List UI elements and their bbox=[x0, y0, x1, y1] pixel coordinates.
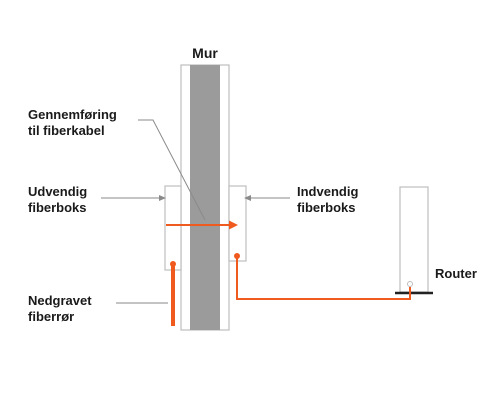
router-label: Router bbox=[435, 266, 477, 281]
buried-pipe-label-line-1: Nedgravet bbox=[28, 293, 92, 308]
buried-pipe-label-line-2: fiberrør bbox=[28, 309, 74, 324]
outdoor-box-leader-arrow bbox=[159, 195, 166, 201]
fiber-cables bbox=[166, 220, 411, 326]
leader-lines bbox=[101, 119, 290, 304]
outdoor-box-label-line-2: fiberboks bbox=[28, 200, 87, 215]
wall-core bbox=[190, 65, 220, 330]
indoor-box-port bbox=[234, 253, 240, 259]
indoor-box-label-line-2: fiberboks bbox=[297, 200, 356, 215]
indoor-box-leader-arrow bbox=[244, 195, 251, 201]
outdoor-fiber-box bbox=[164, 185, 182, 271]
router-port bbox=[407, 281, 413, 287]
indoor-fiber-cable bbox=[236, 256, 411, 300]
passthrough-label-line-2: til fiberkabel bbox=[28, 123, 105, 138]
router bbox=[395, 186, 433, 295]
passthrough-leader bbox=[138, 119, 206, 221]
outdoor-box-label-line-1: Udvendig bbox=[28, 184, 87, 199]
wall bbox=[180, 64, 230, 331]
leader-arrowheads bbox=[159, 195, 251, 201]
outdoor-box-port bbox=[170, 261, 176, 267]
passthrough-label-line-1: Gennemføring bbox=[28, 107, 117, 122]
router-body bbox=[399, 186, 429, 293]
wall-label: Mur bbox=[192, 45, 218, 61]
indoor-box-label-line-1: Indvendig bbox=[297, 184, 358, 199]
passthrough-arrow-head bbox=[229, 220, 238, 230]
